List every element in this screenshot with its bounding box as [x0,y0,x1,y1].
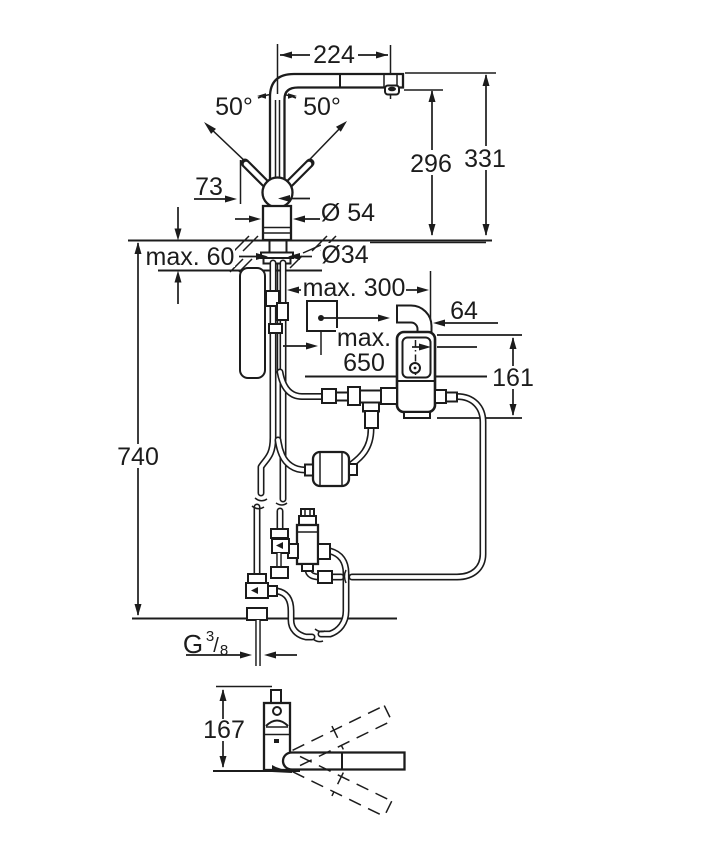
dim-label-spout-reach: 224 [313,41,355,69]
check-valve-middle [270,528,290,579]
dimension-labels: 224 50° 50° 73 296 331 Ø 54 Ø34 max. 60 … [115,41,536,744]
dim-label-spout-height: 296 [410,150,452,178]
lever-handles [240,158,315,189]
control-box [380,330,458,419]
faucet-base [260,204,294,265]
solenoid-right-port [317,543,331,560]
power-supply-box [306,300,338,332]
pivot-ball [261,176,294,209]
dim-label-box-height: 161 [492,364,534,392]
hoses [251,259,487,643]
dim-label-swivel-left: 50° [215,93,253,121]
plan-spout-swivel-down [292,755,393,817]
check-valve-left [245,573,278,666]
faucet-plan-view [213,685,406,817]
dim-label-hose-length-2: 650 [343,349,385,377]
dim-label-box-offset: 64 [450,297,478,325]
dim-label-lever-offset: 73 [195,173,223,201]
dim-label-thread-denominator: 8 [220,642,228,659]
dim-label-swivel-right: 50° [303,93,341,121]
dim-label-base-diameter: Ø 54 [321,199,375,227]
mounting-outline [239,267,266,379]
control-box-right-port [434,389,447,404]
dim-label-thread-g: G [183,629,203,659]
faucet-side-view [204,72,487,666]
plan-spout-swivel-up [292,705,393,767]
dim-label-thread-numerator: 3 [206,628,214,645]
dim-label-deck-thickness: max. 60 [146,243,235,271]
hose-break-marks [251,497,347,643]
plan-spout [281,751,406,771]
dim-label-total-height: 331 [464,145,506,173]
connector-chain [321,386,382,429]
dim-label-hose-length-1: max. [337,324,391,352]
dim-label-plan-height: 167 [203,716,245,744]
dimension-annotations [134,44,517,659]
dim-label-under-deck-height: 740 [117,443,159,471]
dim-label-thread-slash: / [213,635,219,657]
inline-filter [304,450,358,488]
dim-label-supply-offset: max. 300 [303,274,406,302]
plan-pin [270,689,282,704]
solenoid-valve [287,508,333,584]
spout-outline [268,72,405,184]
control-box-left-port [380,387,398,405]
cable-elbow [396,304,433,339]
aerator-outlet [388,86,396,92]
dim-label-hole-diameter: Ø34 [321,241,368,269]
